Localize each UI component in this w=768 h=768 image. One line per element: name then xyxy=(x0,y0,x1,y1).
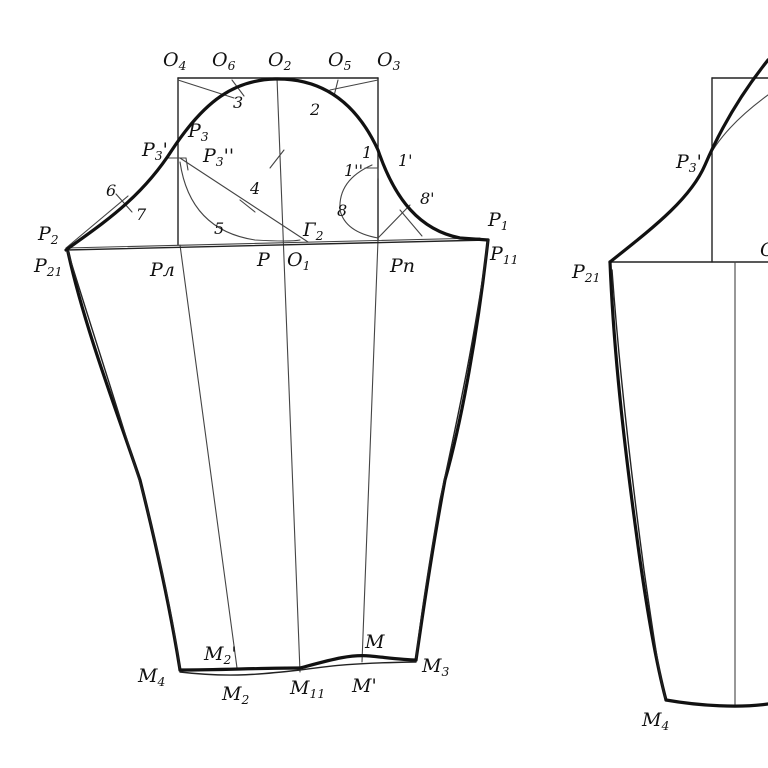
left-sleeve-pattern: O4 O6 O2 O5 O3 P3' P3 P3'' P2 P21 P1 P11… xyxy=(33,49,519,707)
sleeve-right-seam-alt xyxy=(415,239,489,661)
label-o3: O3 xyxy=(377,49,401,73)
label-num-4: 4 xyxy=(249,179,260,198)
label-pp: Pп xyxy=(389,255,415,277)
label-pl: Pл xyxy=(149,259,175,281)
right-sleeve-hem xyxy=(664,698,768,708)
label-m: M xyxy=(364,631,385,653)
label-m2-prime: M2' xyxy=(203,643,237,667)
label-g2: Г2 xyxy=(302,219,324,243)
cap-construction-lines xyxy=(65,77,489,673)
label-num-1-prime: 1' xyxy=(398,151,413,170)
label-m3: M3 xyxy=(421,655,449,679)
label-p: P xyxy=(256,249,271,271)
label-o4: O4 xyxy=(163,49,186,73)
label-p3-double: P3'' xyxy=(202,145,234,169)
label-m4: M4 xyxy=(137,665,165,689)
sleeve-right-seam xyxy=(414,238,490,662)
label-num-3: 3 xyxy=(233,93,243,112)
label-o1: O1 xyxy=(287,249,310,273)
label-num-6: 6 xyxy=(106,181,116,200)
label-p1: P1 xyxy=(487,209,509,233)
right-sleeve-pattern: P3' P21 M4 O xyxy=(571,58,768,733)
label-num-1: 1 xyxy=(362,143,372,162)
label-p3: P3 xyxy=(187,120,209,144)
sleeve-left-seam xyxy=(66,250,182,672)
right-sleeve-seam xyxy=(608,260,668,702)
label-p11: P11 xyxy=(489,243,519,267)
sleeve-left-seam-alt xyxy=(67,251,181,671)
label-num-5: 5 xyxy=(214,219,224,238)
label-num-7: 7 xyxy=(136,205,147,224)
label-m11: M11 xyxy=(289,677,325,701)
right-label-m4: M4 xyxy=(641,709,669,733)
label-o2: O2 xyxy=(268,49,292,73)
label-num-2: 2 xyxy=(309,100,320,119)
label-m2: M2 xyxy=(221,683,249,707)
label-p3-prime: P3' xyxy=(141,139,168,163)
right-label-o: O xyxy=(760,239,768,261)
label-num-8: 8 xyxy=(337,201,347,220)
sleeve-cap-contour xyxy=(64,77,490,252)
sleeve-hem-line-alt xyxy=(179,661,417,676)
label-num-8-prime: 8' xyxy=(420,189,435,208)
right-label-p3-prime: P3' xyxy=(675,151,702,175)
label-o6: O6 xyxy=(212,49,236,73)
label-o5: O5 xyxy=(328,49,352,73)
right-sleeve-cap-contour xyxy=(608,58,768,264)
label-p21: P21 xyxy=(33,255,63,279)
label-num-1-double: 1'' xyxy=(344,161,363,180)
label-p2: P2 xyxy=(37,223,59,247)
right-label-p21: P21 xyxy=(571,261,601,285)
sleeve-hem-line xyxy=(178,654,418,672)
label-m-prime: M' xyxy=(351,675,377,697)
